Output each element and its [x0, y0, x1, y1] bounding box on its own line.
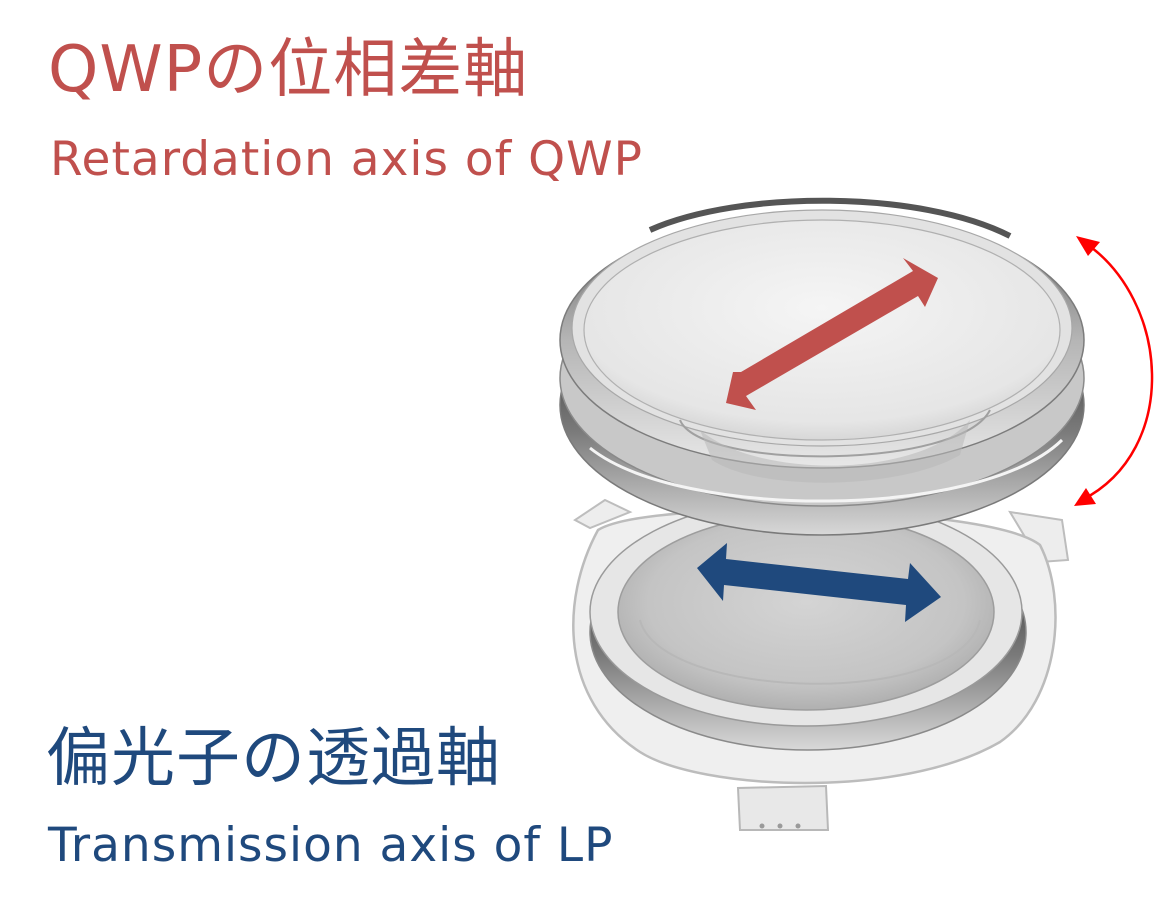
holder-inner-bore — [617, 513, 995, 711]
qwp-title-japanese: QWPの位相差軸 — [48, 33, 529, 107]
qwp-retardation-axis-arrow — [726, 258, 938, 410]
rotation-arrow — [1074, 236, 1154, 506]
lp-transmission-axis-arrow — [697, 543, 941, 622]
lp-title-japanese: 偏光子の透過軸 — [46, 722, 501, 796]
holder-bottom-tab — [736, 784, 830, 831]
holder-left-tab — [573, 498, 633, 530]
linear-polarizer-holder — [572, 497, 1070, 831]
qwp-title-english: Retardation axis of QWP — [50, 132, 643, 187]
quarter-wave-plate-ring — [559, 197, 1085, 536]
lp-title-english: Transmission axis of LP — [48, 818, 614, 873]
